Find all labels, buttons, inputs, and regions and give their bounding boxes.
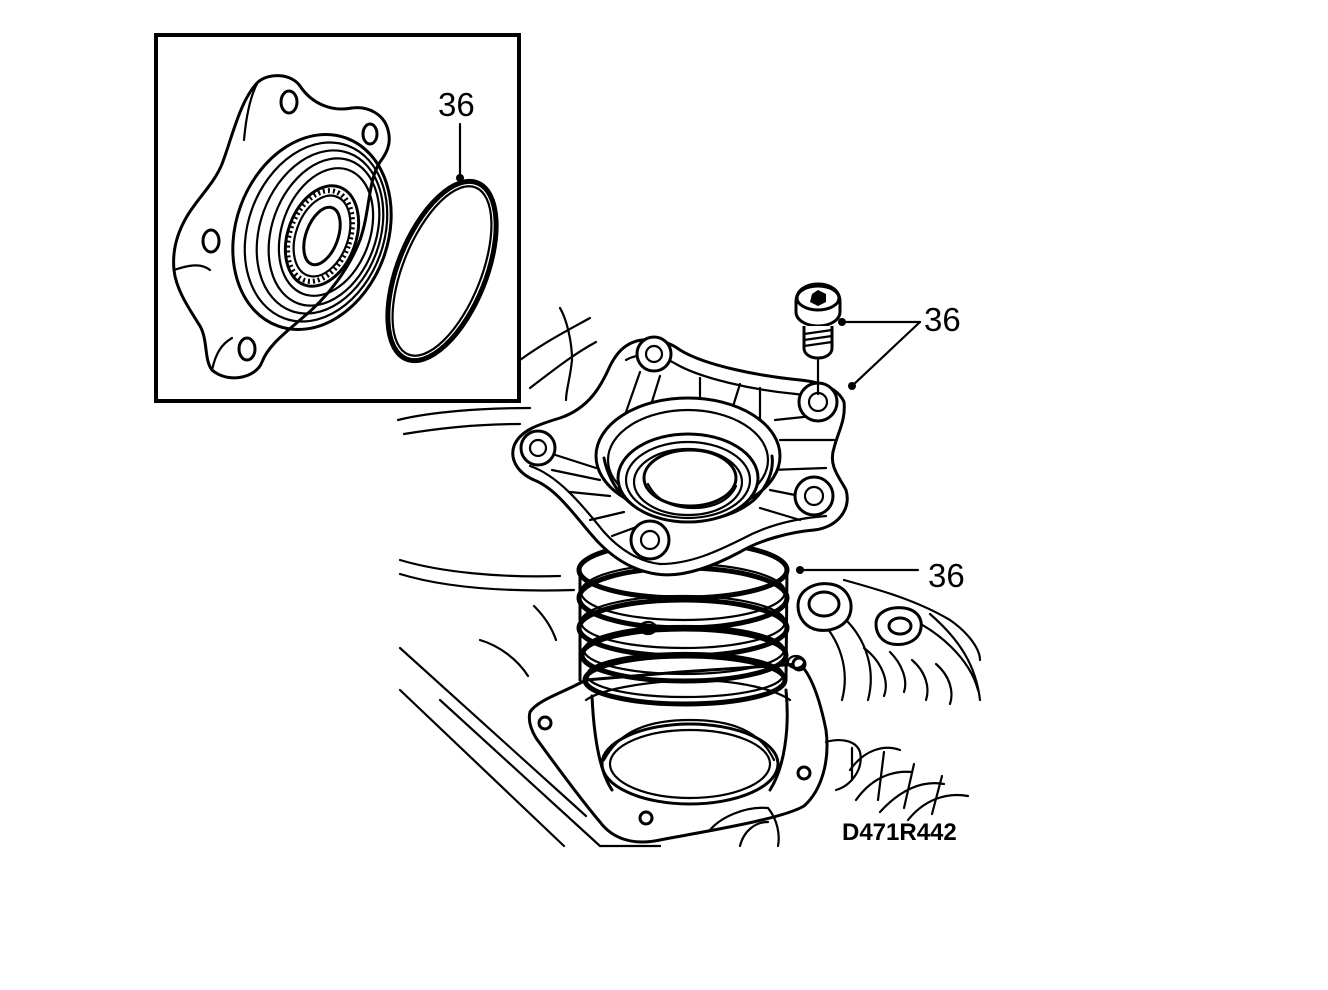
callout-housing-ring: 36	[928, 557, 965, 594]
inset-detail: 36	[154, 33, 521, 403]
callout-screw: 36	[924, 301, 961, 338]
housing-bosses	[796, 582, 923, 646]
callout-inset-ring: 36	[438, 86, 475, 123]
callout-leaders	[796, 318, 922, 574]
inset-bearing-flange	[172, 74, 393, 380]
inset-leader-dot	[456, 174, 464, 182]
drawing-code: D471R442	[842, 819, 957, 846]
ring-stack	[576, 539, 806, 707]
gearbox-housing	[396, 306, 982, 848]
inset-ring	[385, 178, 499, 364]
screw	[794, 282, 842, 396]
main-bearing-flange	[511, 335, 849, 577]
